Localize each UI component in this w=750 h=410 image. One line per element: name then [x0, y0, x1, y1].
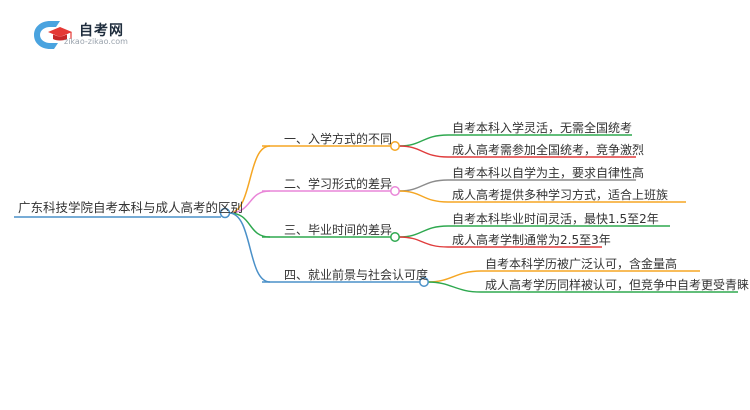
leaf-label-1-2: 成人高考需参加全国统考，竞争激烈 [452, 143, 645, 157]
branch-connector-4 [228, 212, 271, 283]
branch-node-circle-3 [390, 232, 400, 242]
leaf-label-2-2: 成人高考提供多种学习方式，适合上班族 [452, 188, 669, 202]
branch-connector-1 [228, 145, 271, 214]
logo-subtitle: zikao-zikao.com [64, 37, 128, 46]
branch-node-circle-1 [390, 141, 400, 151]
leaf-connector-1-2 [398, 145, 449, 158]
graduation-cap-logo-icon [34, 21, 72, 49]
branch-connector-3 [228, 212, 271, 238]
root-node-circle [219, 207, 231, 219]
leaf-label-2-1: 自考本科以自学为主，要求自律性高 [452, 166, 645, 180]
leaf-connector-2-2 [398, 190, 449, 203]
branch-label-1: 一、入学方式的不同 [284, 132, 393, 146]
logo [30, 18, 140, 52]
leaf-connector-4-2 [427, 281, 482, 293]
branch-label-2: 二、学习形式的差异 [284, 177, 393, 191]
leaf-label-1-1: 自考本科入学灵活，无需全国统考 [452, 121, 633, 135]
branch-label-3: 三、毕业时间的差异 [284, 223, 393, 237]
leaf-label-3-1: 自考本科毕业时间灵活，最快1.5至2年 [452, 212, 659, 226]
leaf-label-3-2: 成人高考学制通常为2.5至3年 [452, 233, 611, 247]
leaf-connector-3-1 [398, 225, 449, 238]
branch-node-circle-4 [419, 277, 429, 287]
branch-node-circle-2 [390, 186, 400, 196]
leaf-connector-3-2 [398, 236, 449, 248]
leaf-connector-4-1 [427, 270, 482, 283]
leaf-connector-1-1 [398, 134, 449, 147]
root-node-label: 广东科技学院自考本科与成人高考的区别 [18, 200, 244, 215]
leaf-connector-2-1 [398, 179, 449, 192]
logo-title: 自考网 [79, 23, 124, 39]
branch-label-4: 四、就业前景与社会认可度 [284, 268, 429, 282]
leaf-label-4-2: 成人高考学历同样被认可，但竞争中自考更受青睐 [485, 278, 750, 292]
leaf-label-4-1: 自考本科学历被广泛认可，含金量高 [485, 257, 678, 271]
